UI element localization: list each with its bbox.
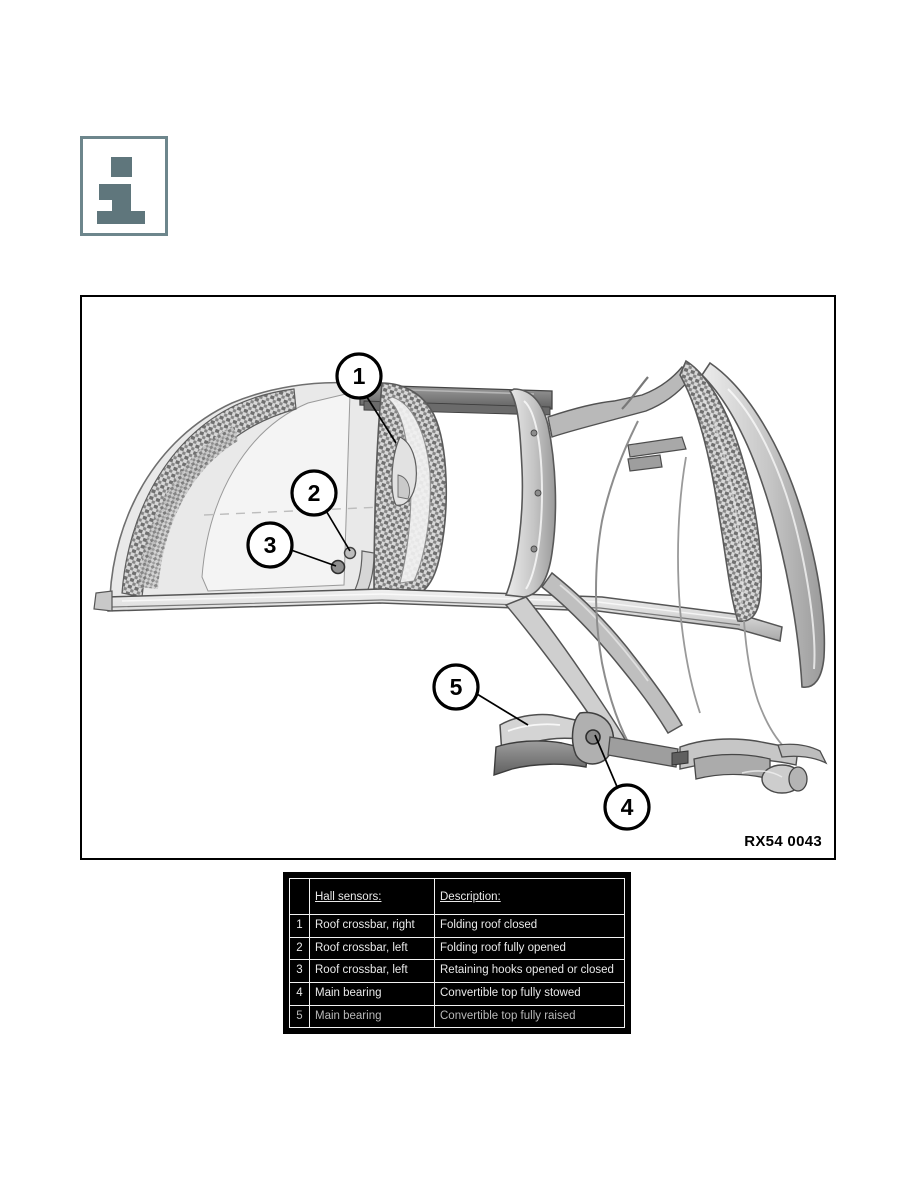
callout-1: 1: [335, 352, 383, 400]
header-label-description: Description:: [440, 890, 501, 903]
cell-sensor: Main bearing: [309, 981, 435, 1006]
cell-index: 5: [289, 1004, 310, 1029]
cell-description: Folding roof closed: [434, 914, 625, 938]
cell-index: 1: [289, 914, 310, 938]
convertible-roof-diagram: 1 2 3 5 4: [93, 352, 828, 831]
callout-number: 4: [621, 794, 634, 820]
callout-3: 3: [246, 521, 294, 569]
cell-index: 2: [289, 936, 310, 961]
i-dot: [111, 157, 132, 177]
callout-4: 4: [603, 783, 651, 831]
windshield-frame-right: [504, 388, 557, 598]
mid-diagonal-strut: [540, 571, 684, 735]
hydraulic-cylinder-assembly: [671, 738, 808, 794]
roof-left-panel: [109, 381, 383, 610]
i-serif-base: [97, 211, 145, 224]
figure-caption: RX54 0043: [744, 833, 822, 850]
figure-frame: 1 2 3 5 4 RX54 0043: [80, 295, 836, 860]
callout-5: 5: [432, 663, 480, 711]
callout-circle: [432, 663, 480, 711]
cell-description: Convertible top fully stowed: [434, 981, 625, 1006]
rear-lower-rail: [777, 743, 828, 765]
callout-number: 3: [264, 532, 277, 558]
header-cell-description: Description:: [434, 878, 625, 915]
callout-bubbles: 1 2 3 5 4: [246, 352, 651, 831]
callout-leaders: [290, 393, 619, 790]
cell-index: 3: [289, 959, 310, 983]
i-serif-top: [99, 184, 113, 200]
main-bearing-assembly: [493, 711, 679, 776]
cell-description: Retaining hooks opened or closed: [434, 959, 625, 983]
rear-bow-mesh: [679, 359, 762, 623]
callout-number: 2: [308, 480, 321, 506]
callout-number: 1: [353, 363, 366, 389]
cell-index: 4: [289, 981, 310, 1006]
callout-circle: [335, 352, 383, 400]
header-cell-index: [289, 878, 310, 915]
header-cell-sensor: Hall sensors:: [309, 878, 435, 915]
header-label-sensor: Hall sensors:: [315, 890, 382, 903]
upper-linkage-arm: [547, 366, 696, 472]
callout-circle: [290, 469, 338, 517]
callout-circle: [603, 783, 651, 831]
callout-circle: [246, 521, 294, 569]
callout-number: 5: [450, 674, 463, 700]
callout-2: 2: [290, 469, 338, 517]
cell-sensor: Roof crossbar, right: [309, 914, 435, 938]
cell-description: Convertible top fully raised: [434, 1004, 625, 1029]
cell-sensor: Roof crossbar, left: [309, 959, 435, 983]
cell-description: Folding roof fully opened: [434, 936, 625, 961]
letter-i-glyph: [83, 139, 165, 233]
table-header-row: Hall sensors: Description:: [289, 878, 625, 915]
rear-outer-bow: [700, 361, 826, 688]
cell-sensor: Roof crossbar, left: [309, 936, 435, 961]
cell-sensor: Main bearing: [309, 1004, 435, 1029]
information-note-icon: [80, 136, 168, 236]
